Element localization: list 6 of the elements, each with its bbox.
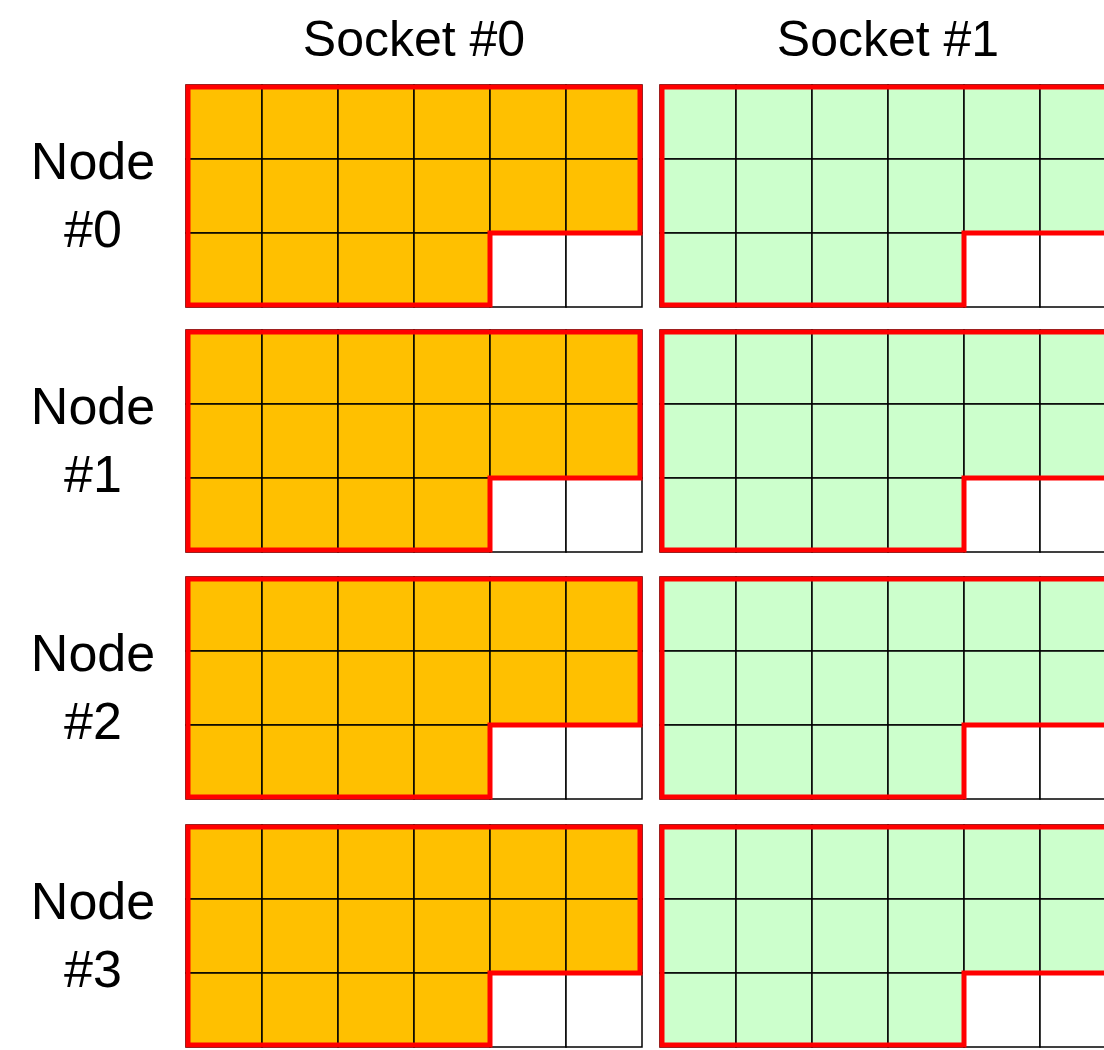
node-label: Node #1 bbox=[29, 376, 157, 505]
socket-heading: Socket #1 bbox=[776, 11, 1000, 67]
node-label: Node #2 bbox=[29, 623, 157, 752]
node-label: Node #3 bbox=[29, 871, 157, 1000]
socket-heading: Socket #0 bbox=[302, 11, 526, 67]
node-label: Node #0 bbox=[29, 131, 157, 260]
